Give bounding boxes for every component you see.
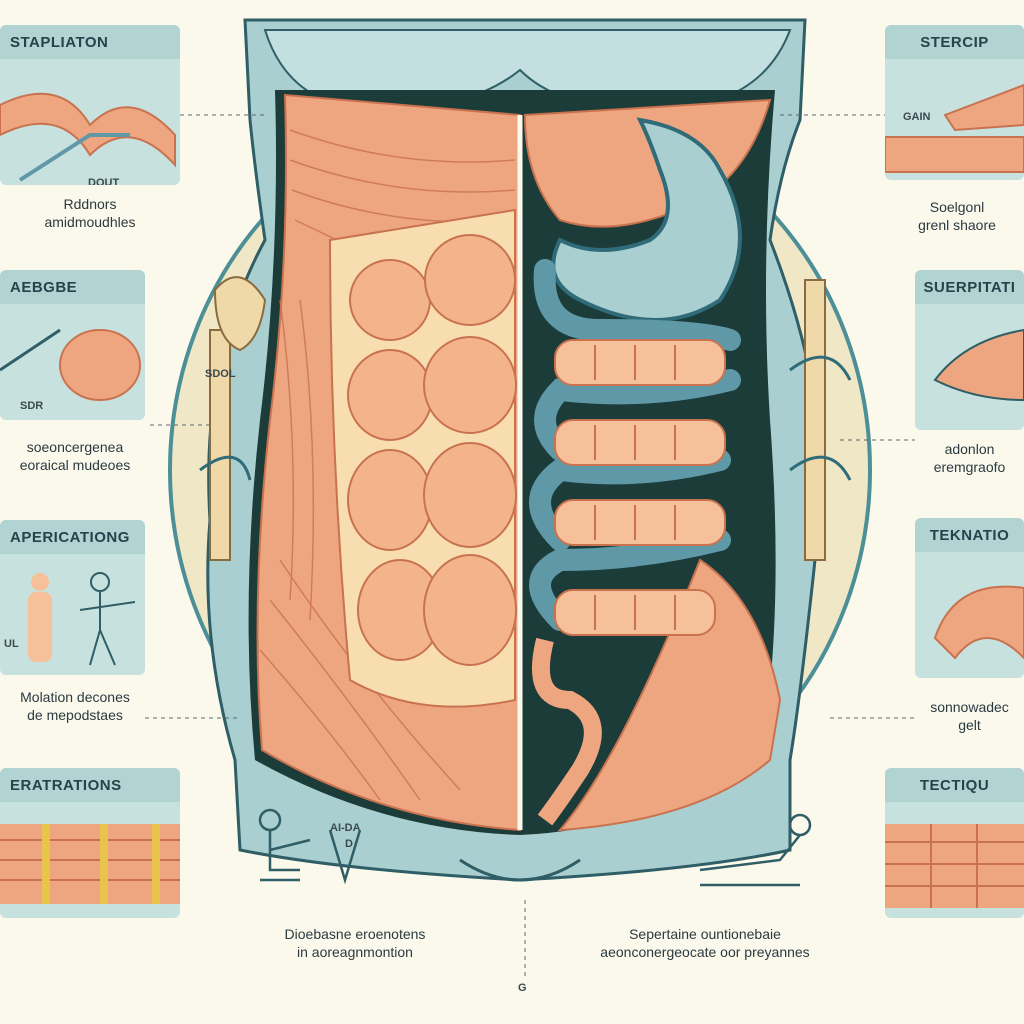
right-panel-1-caption: Soelgonl grenl shaore	[918, 199, 996, 233]
left-panel-1-caption: Rddnors amidmoudhles	[44, 196, 136, 230]
left-panel-3: APERICATIONG UL	[0, 520, 145, 675]
left-panel-1: STAPLIATON DOUT	[0, 25, 180, 185]
spine-right	[789, 279, 852, 561]
left-panel-3-caption: Molation decones de mepodstaes	[20, 689, 130, 723]
intestine-tubes	[529, 259, 741, 631]
left-panel-2-label: SDR	[20, 400, 44, 412]
bottom-left-caption: Dioebasne eroenotens in aoreagnmontion	[284, 926, 426, 960]
exercise-figure-right	[699, 813, 812, 887]
muscle-tissue-icon	[0, 824, 180, 904]
muscle-strip-icon	[0, 92, 176, 182]
right-panel-3-caption: sonnowadec gelt	[930, 699, 1009, 733]
left-panel-4: ERATRATIONS	[0, 768, 180, 918]
left-panel-1-title: STAPLIATON	[0, 25, 180, 59]
muscle-fiber-icon	[885, 824, 1024, 908]
stomach	[551, 117, 742, 322]
rectus-abdominis	[347, 234, 517, 666]
exercise-figure-left	[258, 808, 362, 885]
muscle-right-lower	[557, 558, 782, 832]
left-panel-2-caption: soeoncergenea eoraical mudeoes	[19, 439, 131, 473]
intestine-icon	[0, 328, 141, 401]
right-panel-4-title: TECTIQU	[885, 768, 1024, 802]
left-panel-1-label: DOUT	[88, 177, 120, 185]
bottom-left-label: AI-DA	[330, 822, 361, 834]
people-icon	[28, 572, 136, 666]
muscle-arch-icon	[933, 585, 1024, 660]
left-panel-4-title: ERATRATIONS	[0, 768, 180, 802]
footer-mark: G	[518, 982, 527, 994]
right-panel-1-title: STERCIP	[885, 25, 1024, 59]
right-panel-2-title: SUERPITATI	[915, 270, 1024, 304]
pelvic-muscle-icon	[933, 328, 1024, 402]
right-panel-4: TECTIQU	[885, 768, 1024, 918]
bottom-right-caption: Sepertaine ountionebaie aeonconergeocate…	[600, 926, 810, 960]
spine-label: SDOL	[205, 368, 236, 380]
spine-left	[199, 276, 267, 561]
muscle-right-upper	[523, 98, 772, 228]
pelvic-curve	[459, 858, 581, 882]
right-panel-1-label: GAIN	[903, 111, 931, 123]
right-panel-3: TEKNATIO	[915, 518, 1024, 678]
left-panel-3-label: UL	[4, 638, 19, 650]
intestine-divisions	[594, 345, 676, 630]
right-panel-2-caption: adonlon eremgraofo	[933, 441, 1006, 475]
left-panel-2-title: AEBGBE	[0, 270, 145, 304]
muscle-layer-icon	[885, 83, 1024, 173]
right-panel-2: SUERPITATI	[915, 270, 1024, 430]
left-panel-3-title: APERICATIONG	[0, 520, 145, 554]
bottom-left-label-2: D	[345, 838, 353, 850]
sigmoid-colon	[531, 637, 602, 826]
right-panel-3-title: TEKNATIO	[915, 518, 1024, 552]
left-panel-2: AEBGBE SDR	[0, 270, 145, 420]
connector-lines	[145, 114, 915, 980]
right-panel-1: STERCIP GAIN	[885, 25, 1024, 180]
